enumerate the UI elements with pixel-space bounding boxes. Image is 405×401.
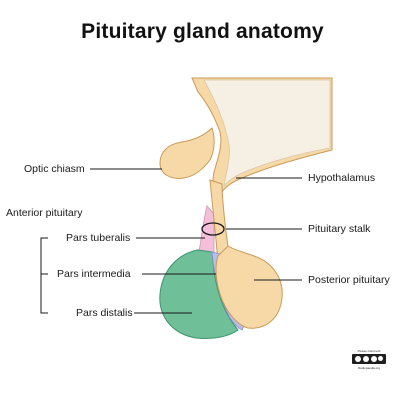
optic-chiasm-shape — [159, 127, 215, 179]
credit-site-text: Radiopaedia.org — [357, 366, 381, 370]
creative-commons-badge-icon — [352, 354, 386, 364]
posterior-pituitary-shape — [215, 245, 283, 329]
label-pituitary-stalk: Pituitary stalk — [308, 223, 371, 235]
credit-top-text: Please cite/credit — [357, 349, 381, 353]
label-pars-intermedia: Pars intermedia — [57, 268, 131, 280]
label-posterior-pituitary: Posterior pituitary — [308, 274, 390, 286]
anterior-pituitary-bracket — [40, 237, 48, 314]
label-optic-chiasm: Optic chiasm — [24, 163, 85, 175]
pars-distalis-shape — [159, 249, 239, 339]
third-ventricle-shape — [203, 79, 331, 187]
diagram-title: Pituitary gland anatomy — [81, 20, 324, 43]
pars-tuberalis-shape — [197, 205, 215, 255]
label-pars-distalis: Pars distalis — [76, 307, 133, 319]
label-hypothalamus: Hypothalamus — [308, 172, 376, 184]
stalk-ring — [201, 222, 225, 236]
label-pars-tuberalis: Pars tuberalis — [66, 232, 131, 244]
label-anterior-pituitary: Anterior pituitary — [6, 207, 83, 219]
